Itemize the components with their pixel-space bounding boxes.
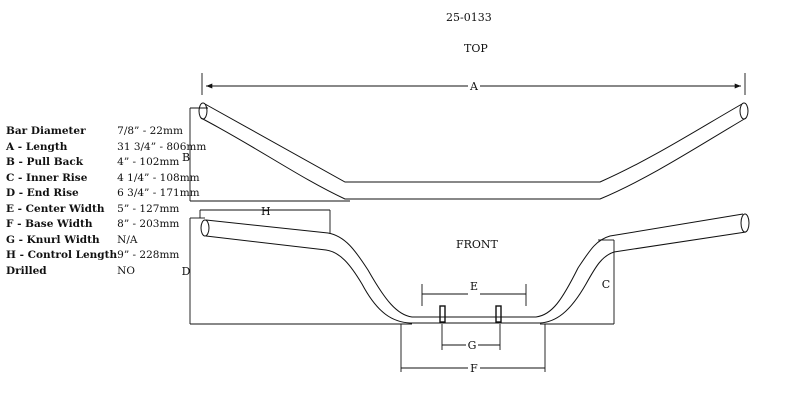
- front-view-title: FRONT: [456, 238, 498, 251]
- spec-value: 8” - 203mm: [117, 218, 180, 230]
- spec-label: Drilled: [6, 264, 47, 277]
- part-number: 25-0133: [446, 11, 492, 24]
- spec-row: C - Inner Rise 4 1/4” - 108mm: [6, 171, 206, 187]
- spec-label: C - Inner Rise: [6, 171, 88, 184]
- dimension-letter-b: B: [182, 151, 190, 164]
- spec-row: F - Base Width 8” - 203mm: [6, 217, 206, 233]
- spec-value: 7/8” - 22mm: [117, 125, 183, 137]
- spec-value: 4” - 102mm: [117, 156, 180, 168]
- spec-label: D - End Rise: [6, 187, 79, 199]
- spec-label: G - Knurl Width: [6, 233, 100, 246]
- dimension-letter-g: G: [468, 339, 477, 352]
- dimension-letter-h: H: [261, 205, 271, 218]
- front-view-bar: [200, 213, 750, 324]
- spec-label: E - Center Width: [6, 202, 105, 215]
- dimension-letter-d: D: [182, 265, 191, 278]
- spec-row: D - End Rise 6 3/4” - 171mm: [6, 186, 206, 202]
- dimension-letters: A B H D C E G F: [182, 80, 610, 375]
- spec-row: A - Length 31 3/4” - 806mm: [6, 140, 206, 156]
- top-view-bar: [198, 102, 749, 200]
- spec-label: H - Control Length: [6, 249, 118, 261]
- spec-row: G - Knurl Width N/A: [6, 233, 206, 249]
- spec-row: B - Pull Back 4” - 102mm: [6, 155, 206, 171]
- dimension-letter-c: C: [602, 278, 610, 291]
- spec-label: Bar Diameter: [6, 125, 86, 137]
- spec-value: 31 3/4” - 806mm: [117, 140, 207, 153]
- spec-row: Bar Diameter 7/8” - 22mm: [6, 124, 206, 140]
- spec-value: N/A: [117, 233, 138, 246]
- spec-label: B - Pull Back: [6, 156, 84, 168]
- top-view-title: TOP: [464, 42, 488, 55]
- dimension-letter-e: E: [470, 280, 478, 293]
- dimension-letter-f: F: [470, 362, 478, 375]
- spec-value: 4 1/4” - 108mm: [117, 171, 200, 184]
- spec-label: F - Base Width: [6, 218, 93, 230]
- spec-label: A - Length: [6, 140, 68, 153]
- dimension-lines: [189, 73, 746, 372]
- spec-table: Bar Diameter 7/8” - 22mm A - Length 31 3/4”…: [6, 124, 206, 279]
- dimension-letter-a: A: [469, 80, 479, 93]
- spec-value: NO: [117, 264, 135, 277]
- spec-value: 5” - 127mm: [117, 202, 180, 215]
- spec-value: 9” - 228mm: [117, 249, 180, 261]
- spec-value: 6 3/4” - 171mm: [117, 187, 200, 199]
- spec-row: Drilled NO: [6, 264, 206, 280]
- spec-row: E - Center Width 5” - 127mm: [6, 202, 206, 218]
